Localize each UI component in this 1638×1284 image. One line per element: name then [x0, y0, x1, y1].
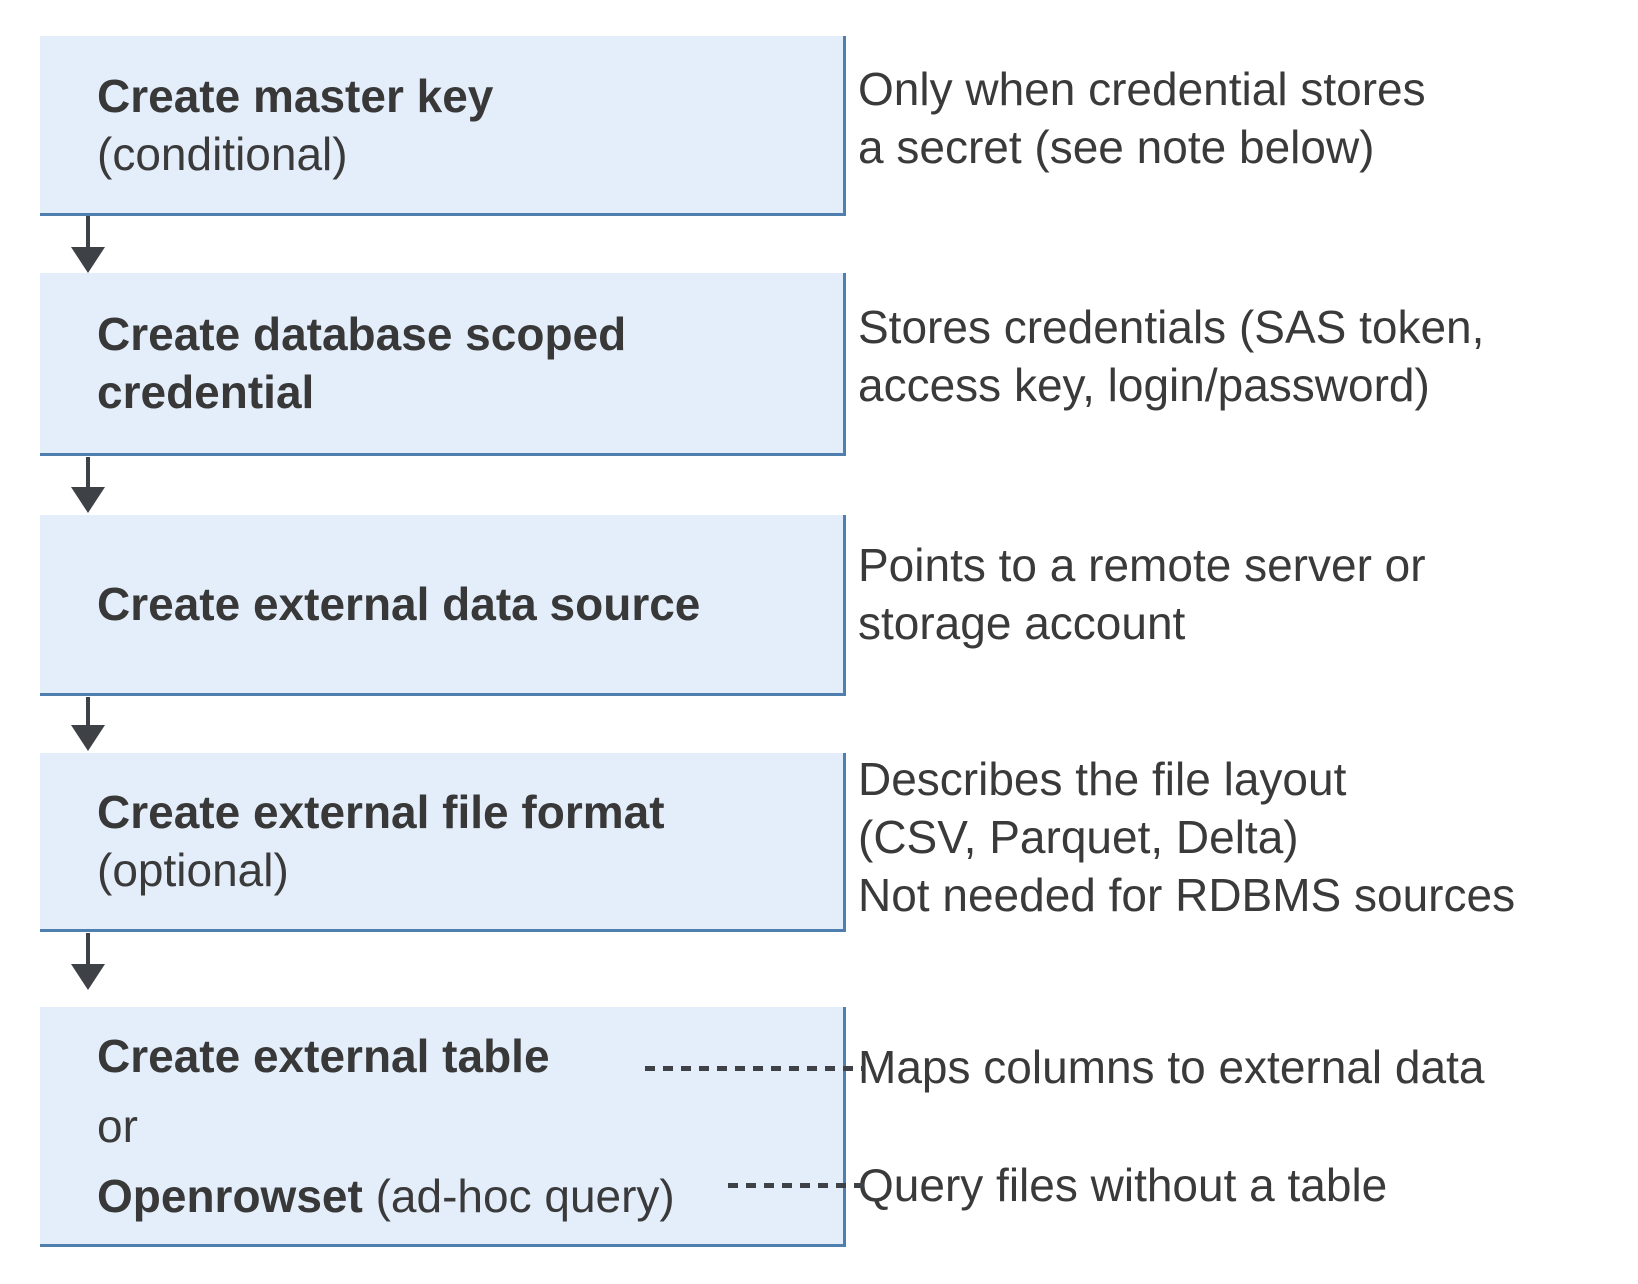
annotation-external-data-source: Points to a remote server or storage acc…: [858, 539, 1426, 649]
arrow-line: [86, 933, 90, 964]
step-title: Create external file format: [97, 786, 665, 838]
annotation-external-table: Maps columns to external data: [858, 1041, 1485, 1093]
annotation-scoped-credential: Stores credentials (SAS token, access ke…: [858, 301, 1485, 411]
flow-arrow-3: [70, 697, 106, 751]
box-create-external-data-source: Create external data source: [40, 515, 846, 696]
arrow-head-icon: [71, 247, 105, 273]
arrow-head-icon: [71, 487, 105, 513]
flow-arrow-2: [70, 457, 106, 513]
box-create-database-scoped-credential-text: Create database scoped credential: [97, 305, 797, 421]
box-create-master-key: Create master key(conditional): [40, 36, 846, 216]
annotation-openrowset: Query files without a table: [858, 1159, 1388, 1211]
box-create-external-table-or-openrowset: Create external table or Openrowset (ad-…: [40, 1007, 846, 1247]
arrow-line: [86, 697, 90, 725]
flow-arrow-1: [70, 216, 106, 273]
box-create-external-table-text: Create external table or Openrowset (ad-…: [97, 1021, 797, 1231]
dashed-connector-openrowset: [728, 1183, 864, 1188]
box-create-external-file-format: Create external file format (optional): [40, 753, 846, 932]
step-title: Create external table: [97, 1029, 550, 1082]
step-alt-title: Openrowset: [97, 1169, 363, 1222]
step-line-openrowset: Openrowset (ad-hoc query): [97, 1161, 797, 1231]
arrow-head-icon: [71, 725, 105, 751]
box-create-database-scoped-credential: Create database scoped credential: [40, 273, 846, 456]
step-title: Create database scoped credential: [97, 308, 627, 418]
dashed-connector-external-table: [645, 1066, 863, 1071]
step-qualifier: (optional): [97, 844, 289, 896]
step-line-create-external-table: Create external table: [97, 1021, 797, 1091]
box-create-external-data-source-text: Create external data source: [97, 575, 797, 633]
arrow-line: [86, 216, 90, 247]
step-title: Create external data source: [97, 578, 701, 630]
box-create-external-file-format-text: Create external file format (optional): [97, 783, 797, 899]
box-create-master-key-text: Create master key(conditional): [97, 67, 797, 183]
arrow-head-icon: [71, 964, 105, 990]
step-title: Create master key: [97, 69, 494, 122]
arrow-line: [86, 457, 90, 487]
annotation-master-key: Only when credential stores a secret (se…: [858, 63, 1426, 173]
annotation-external-file-format: Describes the file layout (CSV, Parquet,…: [858, 753, 1516, 921]
step-line-or: or: [97, 1099, 138, 1152]
step-qualifier: (conditional): [97, 127, 348, 180]
flow-arrow-4: [70, 933, 106, 990]
step-alt-qualifier: (ad-hoc query): [362, 1169, 675, 1222]
